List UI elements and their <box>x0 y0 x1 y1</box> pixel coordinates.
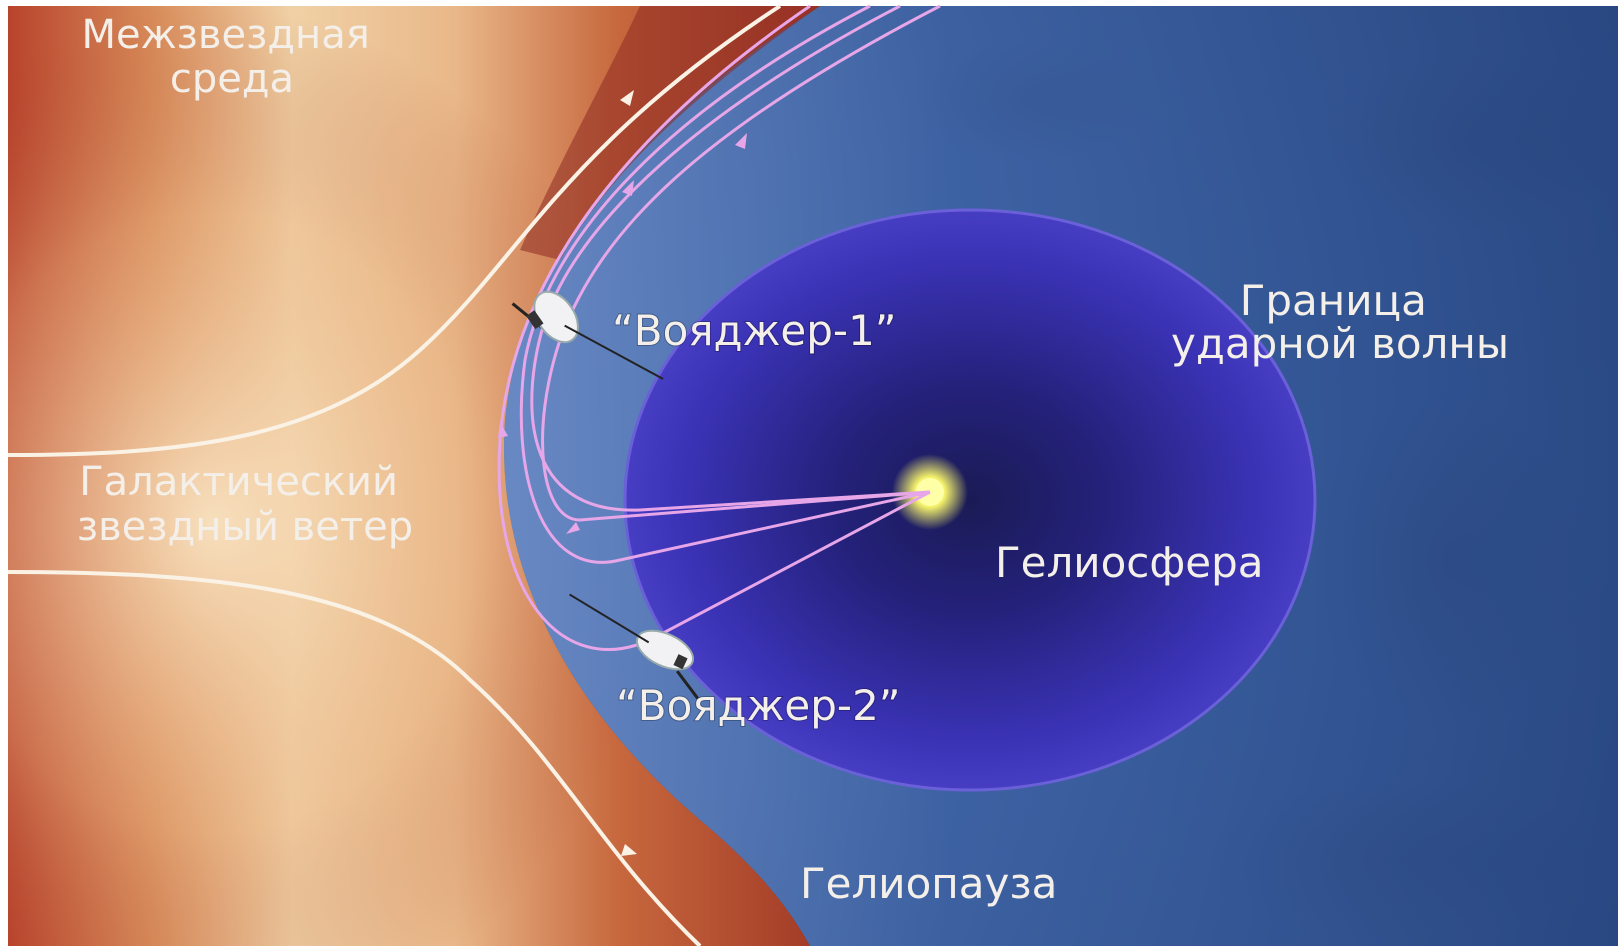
galactic-wind-line-1: Галактический <box>79 459 398 505</box>
flow-line-upper <box>7 4 782 457</box>
interstellar-medium-label: Межзвездная среда <box>82 12 383 102</box>
flow-arrow <box>621 844 637 856</box>
flow-line-lower <box>7 570 702 948</box>
galactic-wind-label: Галактический звездный ветер <box>77 459 413 550</box>
termination-shock-line-2: ударной волны <box>1171 319 1509 368</box>
heliopause-label: Гелиопауза <box>800 859 1057 908</box>
interstellar-medium-line-2: среда <box>170 56 294 102</box>
heliosphere-region <box>623 208 1317 792</box>
voyager-2-probe-icon <box>569 593 699 700</box>
heliosphere-label: Гелиосфера <box>995 538 1264 587</box>
flow-arrow <box>620 90 634 106</box>
solar-wind-arrows <box>498 133 747 534</box>
interstellar-medium-line-1: Межзвездная <box>82 12 370 58</box>
voyager-2-label: “Вояджер-2” <box>616 681 901 730</box>
termination-shock-line-1: Граница <box>1240 276 1427 325</box>
bow-region-shade <box>520 6 820 260</box>
interstellar-glow <box>8 6 820 946</box>
galactic-wind-line-2: звездный ветер <box>77 504 413 550</box>
termination-shock-label: Граница ударной волны <box>1171 276 1509 368</box>
voyager-1-label: “Вояджер-1” <box>612 306 897 355</box>
voyager-1-probe-icon <box>511 290 664 380</box>
